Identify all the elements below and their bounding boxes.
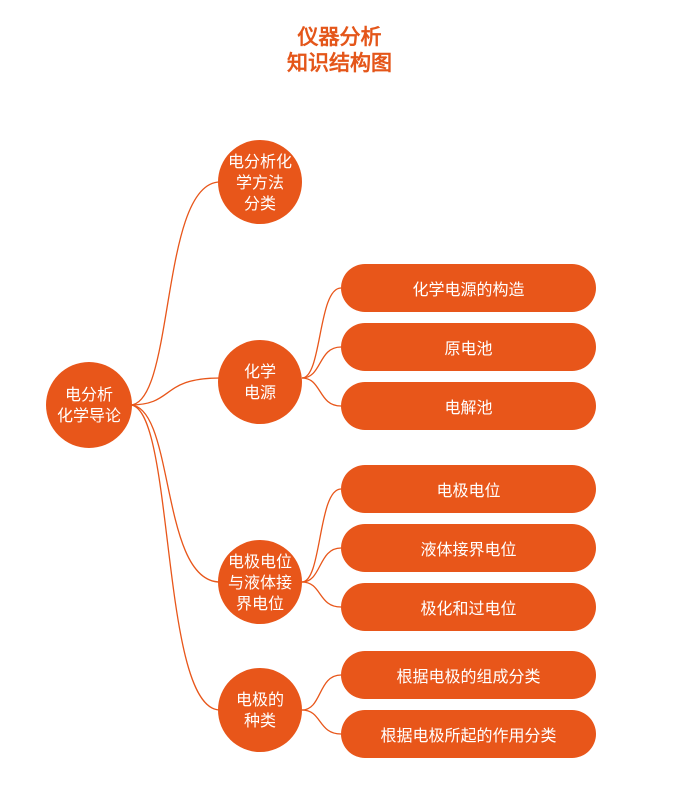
link-branch-3-child-1 xyxy=(301,488,342,583)
link-branch-2-child-2 xyxy=(301,346,342,379)
leaf-node: 极化和过电位 xyxy=(341,583,596,631)
branch-3-line-3: 界电位 xyxy=(235,593,284,613)
leaf-node: 化学电源的构造 xyxy=(341,264,596,312)
title-line-1: 仪器分析 xyxy=(297,25,382,49)
link-root-branch-3 xyxy=(129,404,221,583)
leaf-label: 根据电极的组成分类 xyxy=(396,667,541,686)
leaf-label: 电解池 xyxy=(444,398,493,417)
branch-node-1: 电分析化 学方法 分类 xyxy=(218,140,302,224)
link-branch-3-child-3 xyxy=(301,581,342,608)
link-root-branch-2 xyxy=(129,377,221,406)
branch-node-3: 电极电位 与液体接 界电位 xyxy=(218,540,302,624)
leaf-node: 原电池 xyxy=(341,323,596,371)
leaf-label: 液体接界电位 xyxy=(420,540,517,559)
leaf-node: 根据电极的组成分类 xyxy=(341,651,596,699)
root-label-line-1: 电分析 xyxy=(64,385,113,404)
link-root-branch-1 xyxy=(129,181,221,406)
leaf-node: 液体接界电位 xyxy=(341,524,596,572)
branch-3-line-1: 电极电位 xyxy=(227,551,292,571)
branch-2-line-1: 化学 xyxy=(243,362,276,381)
title-line-2: 知识结构图 xyxy=(287,51,392,75)
link-branch-2-child-3 xyxy=(301,377,342,407)
link-branch-4-child-1 xyxy=(301,674,342,711)
branch-node-2: 化学 电源 xyxy=(218,340,302,424)
leaf-label: 电极电位 xyxy=(436,481,501,500)
link-root-branch-4 xyxy=(129,404,221,711)
leaf-node: 电解池 xyxy=(341,382,596,430)
branch-1-line-3: 分类 xyxy=(243,193,276,213)
root-node: 电分析 化学导论 xyxy=(46,362,132,448)
branch-1-line-1: 电分析化 xyxy=(227,151,292,171)
leaf-label: 化学电源的构造 xyxy=(412,280,525,299)
branch-node-4: 电极的 种类 xyxy=(218,668,302,752)
link-branch-2-child-1 xyxy=(301,287,342,379)
leaf-node: 电极电位 xyxy=(341,465,596,513)
link-branch-4-child-2 xyxy=(301,709,342,735)
leaf-label: 极化和过电位 xyxy=(420,599,517,618)
branch-4-line-1: 电极的 xyxy=(235,690,284,709)
branch-4-line-2: 种类 xyxy=(243,711,276,730)
root-label-line-2: 化学导论 xyxy=(56,406,121,425)
branch-1-line-2: 学方法 xyxy=(235,172,284,192)
leaf-label: 根据电极所起的作用分类 xyxy=(380,726,557,745)
leaf-label: 原电池 xyxy=(444,339,493,358)
leaf-node: 根据电极所起的作用分类 xyxy=(341,710,596,758)
branch-2-line-2: 电源 xyxy=(243,383,276,402)
link-branch-3-child-2 xyxy=(301,547,342,583)
branch-3-line-2: 与液体接 xyxy=(227,572,292,592)
